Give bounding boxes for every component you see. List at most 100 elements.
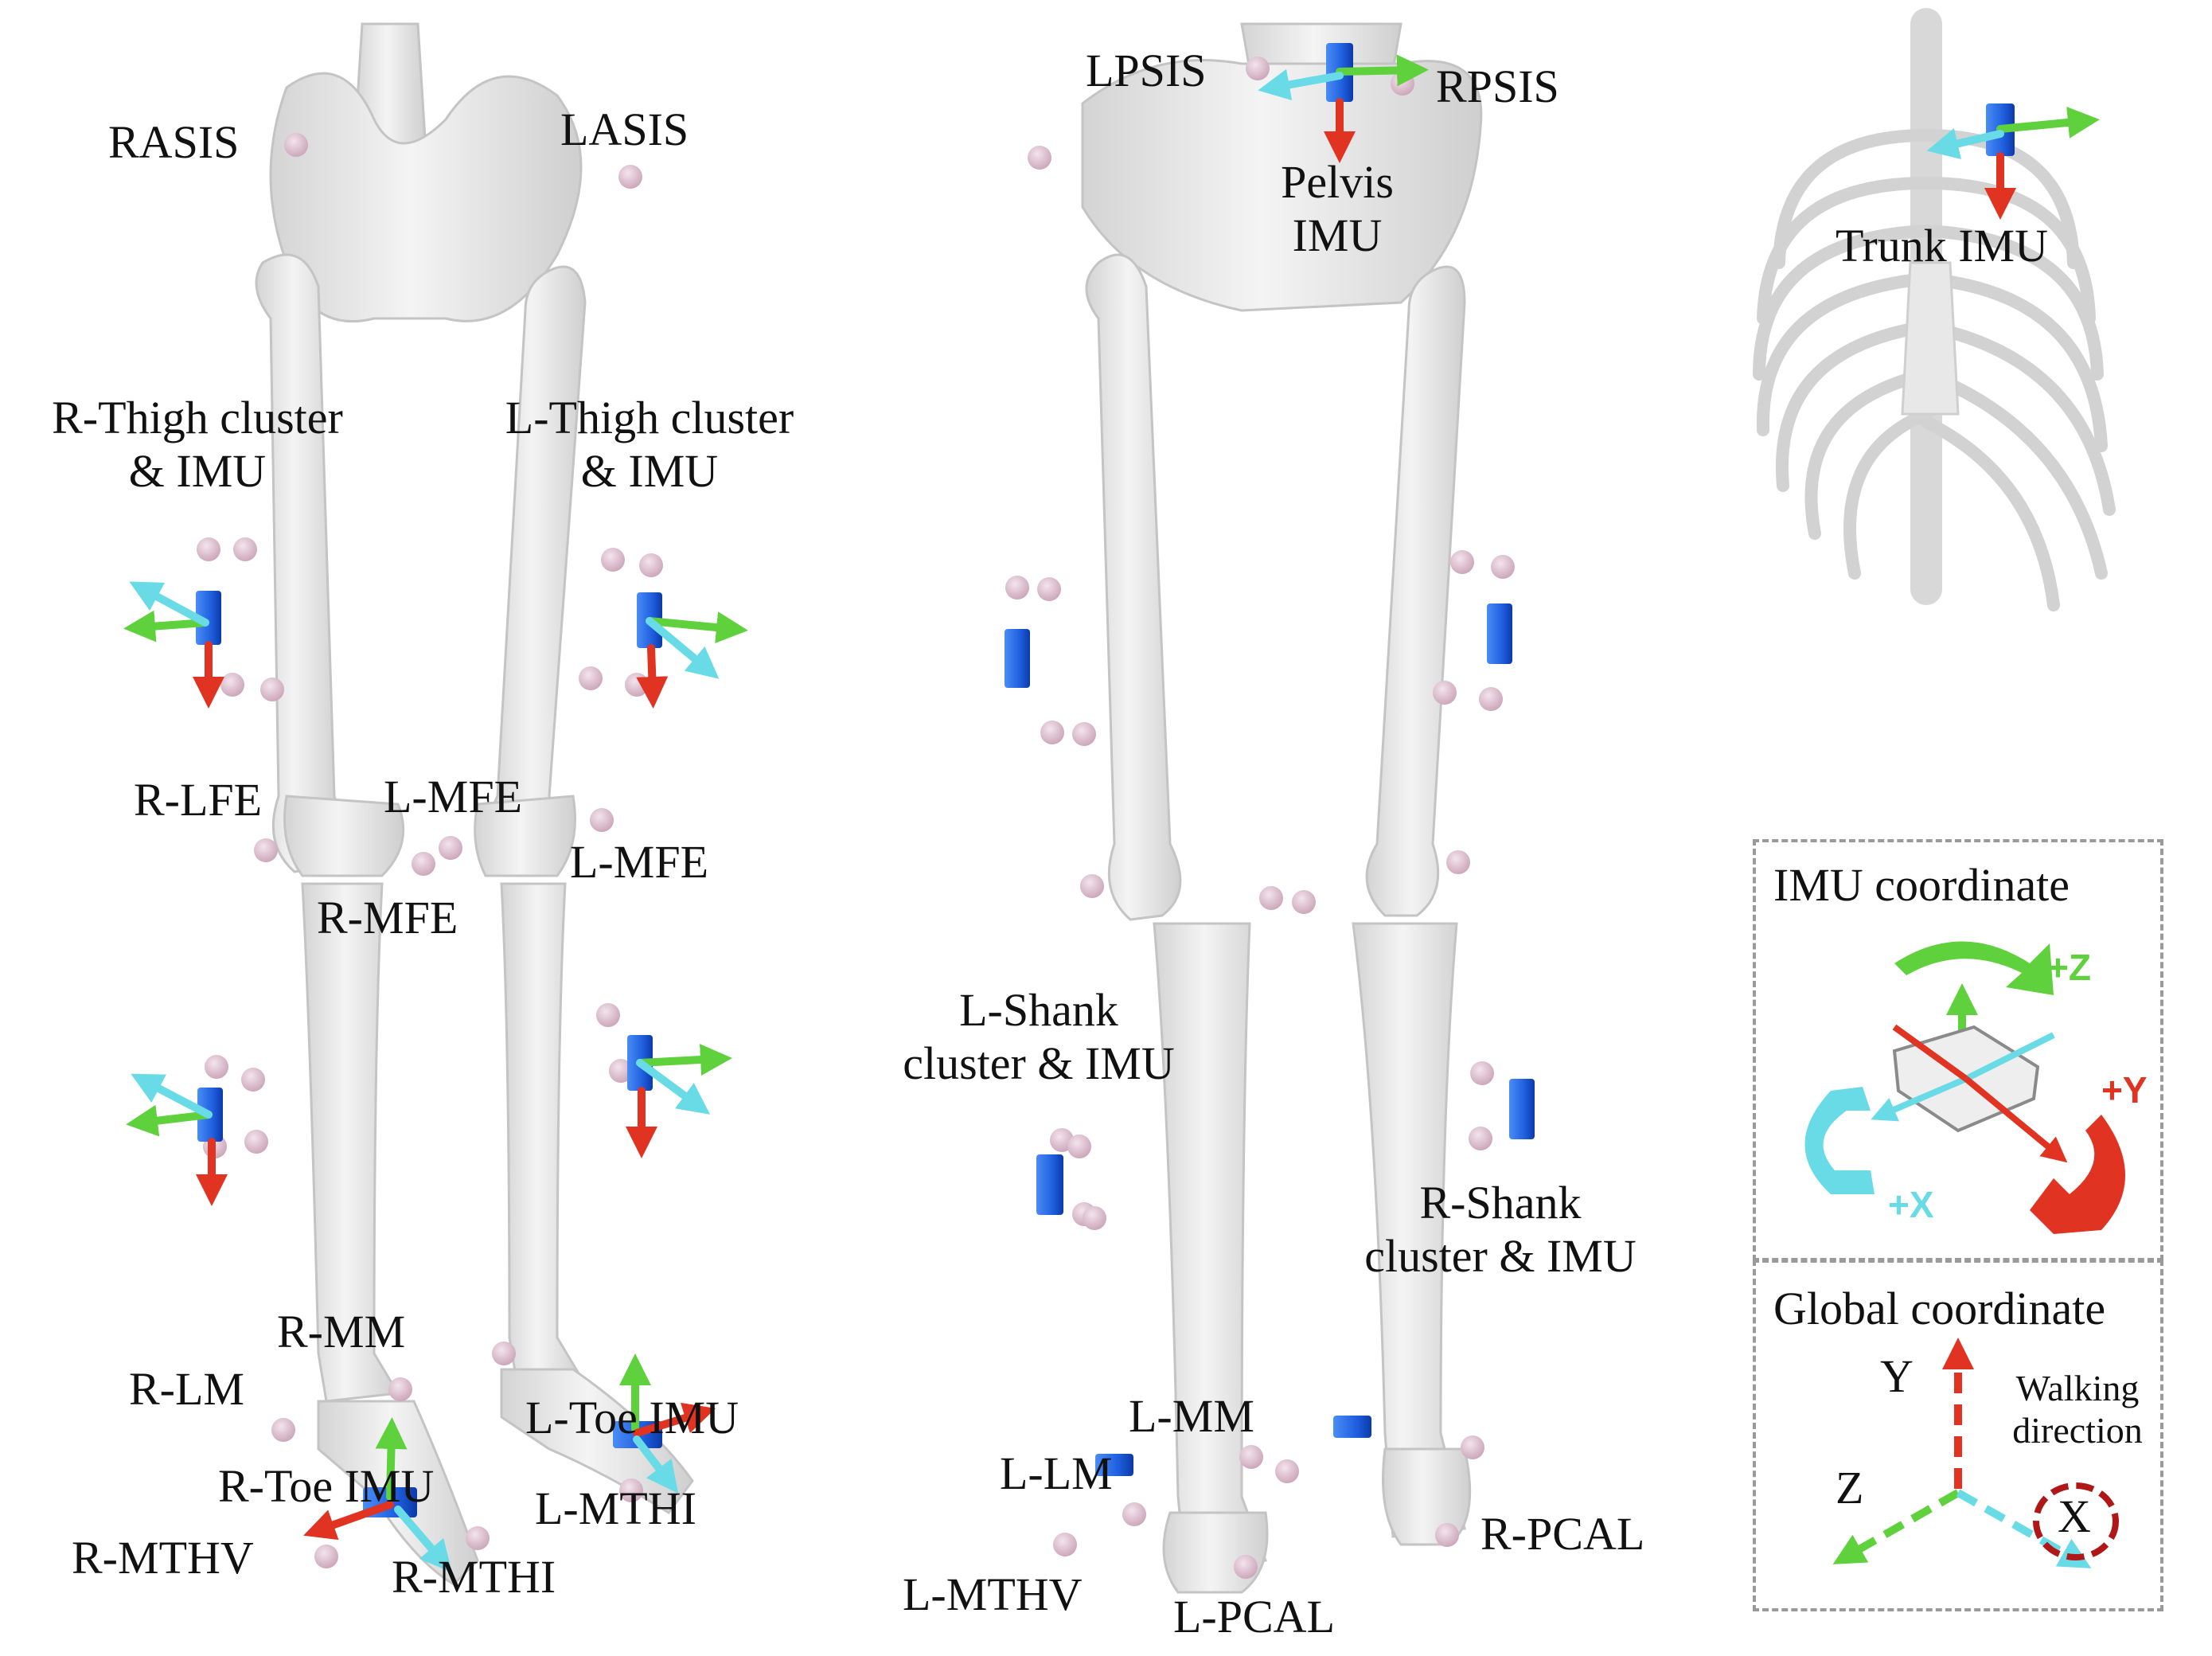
marker [579, 666, 603, 690]
label-r-lfe: R-LFE [134, 774, 263, 826]
marker [1053, 1533, 1077, 1556]
marker [388, 1377, 412, 1401]
marker [1028, 146, 1051, 170]
global-axis-x-label: X [2058, 1490, 2091, 1542]
marker [205, 1055, 228, 1079]
marker [1122, 1502, 1146, 1526]
label-lasis: LASIS [560, 104, 689, 155]
x-rotation-arrow [1804, 1087, 1875, 1194]
label-l-lm: L-LM [1000, 1447, 1113, 1499]
marker [1450, 550, 1474, 574]
global-coordinate-panel [1753, 1260, 2163, 1611]
label-l-shank-line1: L-Shank [959, 984, 1118, 1036]
marker [1433, 681, 1457, 705]
marker [1072, 722, 1096, 746]
label-r-mthi: R-MTHI [392, 1551, 556, 1603]
marker [466, 1526, 490, 1550]
global-axis-y-label: Y [1880, 1350, 1914, 1402]
label-l-mthv: L-MTHV [903, 1568, 1083, 1620]
label-pelvis-line1: Pelvis [1281, 156, 1394, 208]
markers [197, 57, 1515, 1579]
imu-axis-z-label: +Z [2047, 947, 2091, 988]
label-l-mfe-knee: L-MFE [384, 771, 522, 822]
label-r-mm: R-MM [277, 1306, 406, 1357]
pelvis-back [1081, 59, 1483, 312]
marker [1470, 1061, 1494, 1085]
back-l-toe-imu [1095, 1454, 1133, 1476]
label-r-shank-line2: cluster & IMU [1364, 1229, 1637, 1282]
marker [271, 1418, 295, 1442]
marker [1491, 555, 1515, 579]
marker [260, 678, 284, 701]
y-rotation-arrow [2030, 1115, 2125, 1234]
label-lpsis: LPSIS [1086, 45, 1207, 96]
marker [220, 673, 244, 697]
front-skeleton [255, 22, 694, 1586]
marker [601, 548, 625, 572]
label-r-mfe: R-MFE [317, 892, 458, 943]
imu-axis-x-label: +X [1888, 1184, 1934, 1225]
imu-axis-y-label: +Y [2101, 1069, 2148, 1111]
marker [609, 1059, 633, 1083]
marker [314, 1545, 338, 1568]
marker [1275, 1459, 1299, 1483]
marker [1040, 721, 1064, 744]
marker [1461, 1435, 1484, 1459]
label-l-shank-cluster: L-Shank cluster & IMU [868, 984, 1210, 1090]
label-rasis: RASIS [108, 116, 240, 168]
global-axis-z-label: Z [1836, 1462, 1864, 1513]
global-coordinate-graphic [1832, 1338, 2119, 1568]
marker [625, 673, 649, 697]
marker [1239, 1445, 1263, 1469]
label-l-mm: L-MM [1129, 1390, 1254, 1442]
marker [619, 1478, 643, 1502]
right-femur [255, 253, 341, 873]
marker [254, 838, 278, 862]
marker [492, 1342, 516, 1365]
back-l-shank-imu [1036, 1154, 1063, 1215]
label-pelvis-imu: Pelvis IMU [1242, 156, 1433, 262]
walking-line2: direction [2012, 1409, 2143, 1451]
sternum [1901, 261, 1960, 416]
walking-line1: Walking [2015, 1368, 2140, 1408]
left-tibia [500, 882, 583, 1387]
marker [1435, 1523, 1459, 1547]
marker [233, 537, 257, 561]
label-r-thigh-cluster: R-Thigh cluster & IMU [22, 392, 373, 498]
marker [1234, 1555, 1258, 1579]
label-rpsis: RPSIS [1436, 61, 1559, 112]
back-tibia-right [1352, 922, 1466, 1538]
label-r-thigh-line1: R-Thigh cluster [52, 392, 343, 443]
imu-axes [123, 54, 2100, 1573]
imu-coordinate-title: IMU coordinate [1773, 859, 2070, 911]
label-l-mthi: L-MTHI [535, 1482, 696, 1534]
back-r-shank-imu [1509, 1079, 1535, 1139]
back-l-thigh-imu [1005, 629, 1030, 688]
back-femur-left [1085, 253, 1182, 921]
label-pelvis-line2: IMU [1292, 209, 1383, 261]
left-foot [500, 1368, 694, 1515]
marker [1446, 850, 1470, 874]
label-l-toe-imu: L-Toe IMU [525, 1392, 739, 1443]
marker [241, 1068, 265, 1092]
back-r-toe-imu [1333, 1416, 1371, 1438]
marker [639, 553, 663, 577]
label-r-shank-cluster: R-Shank cluster & IMU [1329, 1177, 1672, 1283]
back-r-thigh-imu [1487, 603, 1512, 664]
label-l-thigh-line2: & IMU [580, 444, 719, 497]
label-r-toe-imu: R-Toe IMU [218, 1460, 435, 1512]
label-r-thigh-line2: & IMU [128, 444, 267, 497]
label-r-shank-line1: R-Shank [1419, 1177, 1582, 1228]
marker [1083, 1206, 1106, 1230]
marker [1292, 890, 1316, 914]
marker [1479, 687, 1503, 711]
z-rotation-arrow [1894, 941, 2054, 995]
marker [1080, 874, 1104, 898]
label-l-mfe: L-MFE [570, 836, 708, 888]
marker [590, 808, 614, 832]
marker [412, 852, 435, 876]
label-r-lm: R-LM [129, 1363, 244, 1415]
marker [1246, 57, 1270, 80]
marker [1259, 886, 1283, 910]
left-knee [474, 795, 576, 877]
